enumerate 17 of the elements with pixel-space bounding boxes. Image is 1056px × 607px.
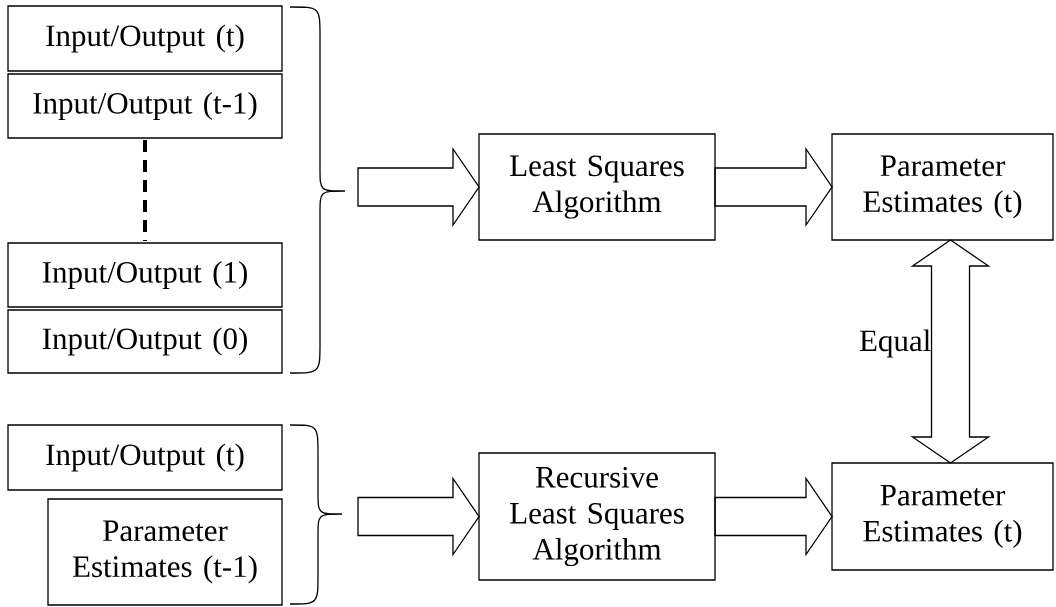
block-arrow [910,239,991,464]
process-box: Input/Output (t) [7,5,283,72]
process-box: Parameter Estimates (t-1) [47,498,283,606]
edge-label: Equal [859,329,931,358]
process-box: Input/Output (t) [7,424,283,491]
process-box: Recursive Least Squares Algorithm [478,452,716,581]
block-arrow [357,476,480,557]
block-arrow [714,146,833,228]
dashed-line [143,140,147,241]
process-box: Parameter Estimates (t) [831,462,1054,571]
process-box: Input/Output (t-1) [7,73,283,139]
process-box: Input/Output (0) [7,309,283,374]
block-arrow [357,146,480,228]
process-box: Least Squares Algorithm [478,133,716,241]
process-box: Input/Output (1) [7,242,283,308]
block-arrow [714,476,833,557]
process-box: Parameter Estimates (t) [831,133,1054,241]
